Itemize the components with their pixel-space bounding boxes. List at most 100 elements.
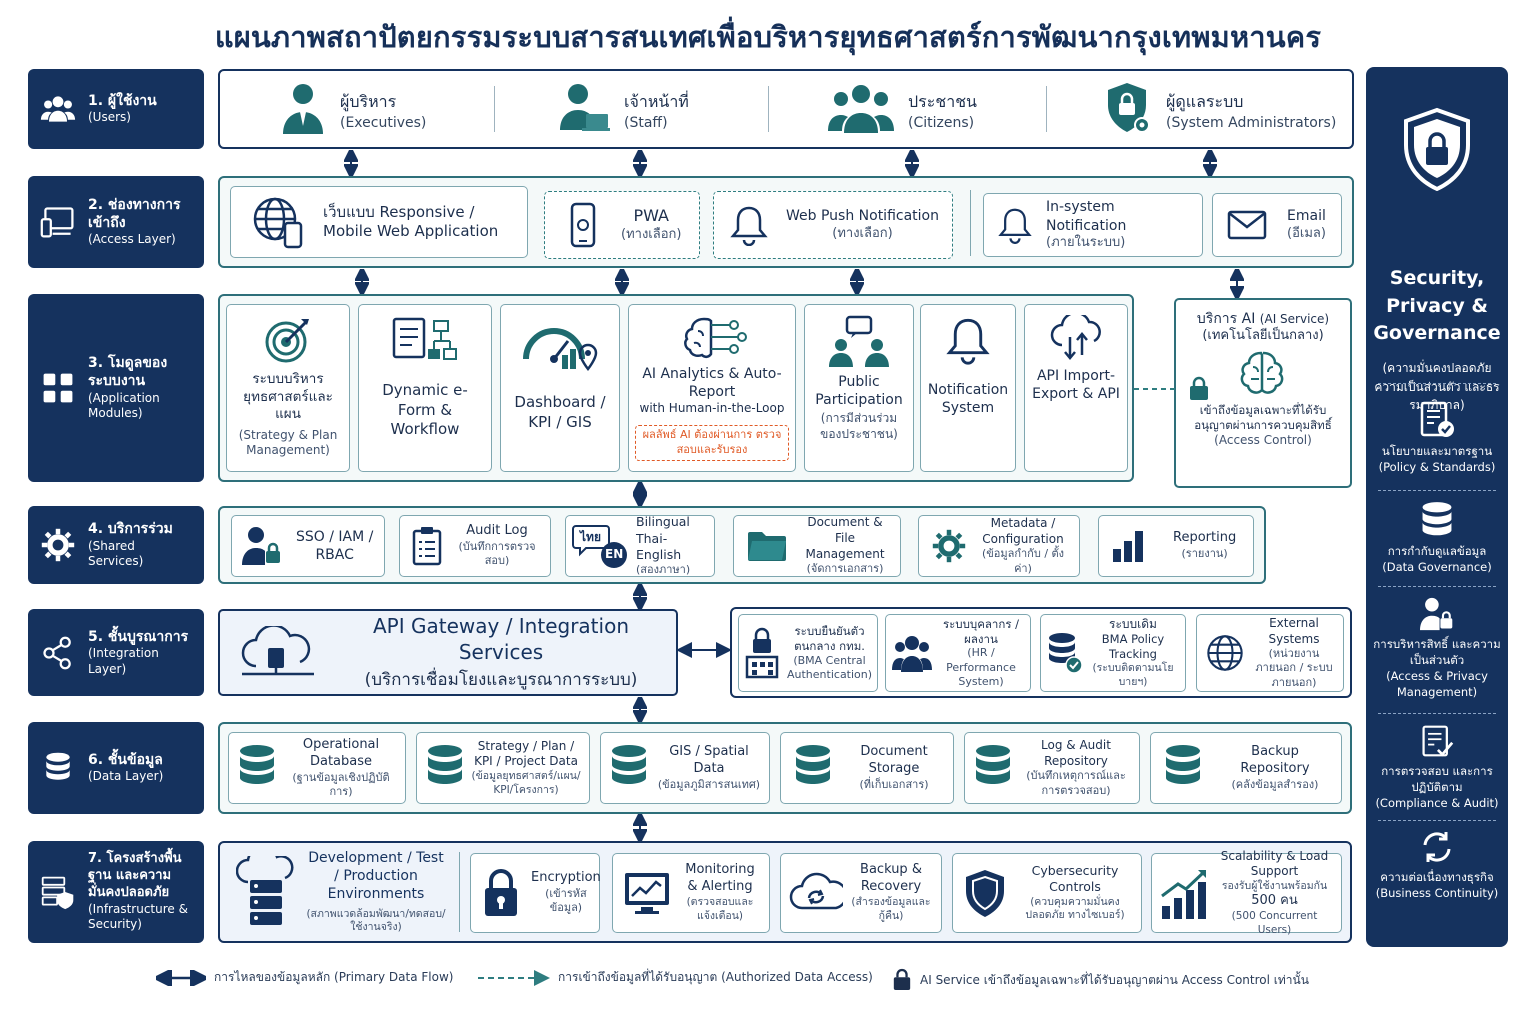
box-title-2: BMA Policy Tracking <box>1101 632 1165 662</box>
box-sub: รองรับผู้ใช้งานพร้อมกัน <box>1221 879 1328 892</box>
box-title: Document & <box>807 515 883 530</box>
module-strategy-plan[interactable]: ระบบบริหาร ยุทธศาสตร์และแผน(Strategy & P… <box>226 304 350 472</box>
data-operational-db[interactable]: Operational Database(ฐานข้อมูลเชิงปฏิบัต… <box>228 732 406 804</box>
box-title: ระบบยืนยันตัวตนกลาง กทม. <box>794 623 865 653</box>
layer-english: (Integration Layer) <box>88 646 159 676</box>
box-title: Cybersecurity Controls <box>1031 863 1119 895</box>
box-sub: (ตรวจสอบและแจ้งเตือน) <box>686 896 754 922</box>
module-sub: (Strategy & Plan Management) <box>238 427 338 458</box>
database-icon <box>38 748 78 788</box>
sidebar-item-compliance[interactable]: การตรวจสอบ และการปฏิบัติตาม (Compliance … <box>1372 723 1502 811</box>
infra-backup-recovery[interactable]: Backup & Recovery(สำรองข้อมูลและกู้คืน) <box>780 853 942 933</box>
sidebar-item-policy[interactable]: นโยบายและมาตรฐาน (Policy & Standards) <box>1372 401 1502 475</box>
sidebar-item-business-continuity[interactable]: ความต่อเนื่องทางธุรกิจ (Business Continu… <box>1372 829 1502 901</box>
database-icon <box>793 744 833 792</box>
separator <box>494 86 495 132</box>
module-api-import-export[interactable]: API Import-Export & API <box>1024 304 1128 472</box>
access-pwa[interactable]: PWA(ทางเลือก) <box>544 191 700 259</box>
box-title: PWA <box>633 206 669 226</box>
user-lock-icon <box>1372 596 1502 632</box>
module-eform-workflow[interactable]: Dynamic e-Form & Workflow <box>358 304 492 472</box>
box-title-2: File Management <box>805 531 885 561</box>
shared-reporting[interactable]: Reporting(รายงาน) <box>1098 515 1254 577</box>
legend-label: การไหลของข้อมูลหลัก (Primary Data Flow) <box>214 970 454 984</box>
sidebar-item-access-privacy[interactable]: การบริหารสิทธิ์ และความเป็นส่วนตัว (Acce… <box>1372 596 1502 700</box>
separator <box>1046 86 1047 132</box>
user-label: ผู้บริหาร <box>340 91 397 111</box>
access-email[interactable]: Email(อีเมล) <box>1212 193 1342 257</box>
external-bma-auth[interactable]: ระบบยืนยันตัวตนกลาง กทม.(BMA Central Aut… <box>738 614 878 692</box>
box-sub: (ข้อมูลภูมิสารสนเทศ) <box>657 777 761 791</box>
gauge-map-pin-icon <box>520 315 600 375</box>
sidebar-item-sublabel: (Access & Privacy Management) <box>1386 669 1488 700</box>
database-icon <box>1372 501 1502 539</box>
box-sub: (จัดการเอกสาร) <box>806 562 884 576</box>
module-dashboard[interactable]: Dashboard / KPI / GIS <box>500 304 620 472</box>
box-sub: (ข้อมูลยุทธศาสตร์/แผน/ KPI/โครงการ) <box>471 769 581 796</box>
layer-number: 4. บริการร่วม <box>88 521 173 538</box>
infra-monitoring[interactable]: Monitoring & Alerting(ตรวจสอบและแจ้งเตือ… <box>612 853 770 933</box>
box-sub: (ทางเลือก) <box>832 225 893 241</box>
citizens-group-icon <box>828 83 894 137</box>
layer-label-access: 2. ช่องทางการเข้าถึง(Access Layer) <box>28 176 204 268</box>
module-public-participation[interactable]: Public Participation(การมีส่วนร่วม ของปร… <box>804 304 914 472</box>
infra-encryption[interactable]: Encryption(เข้ารหัสข้อมูล) <box>470 853 601 933</box>
access-responsive-web[interactable]: เว็บแบบ Responsive /Mobile Web Applicati… <box>230 186 528 258</box>
user-label: เจ้าหน้าที่ <box>624 91 689 111</box>
data-log-audit[interactable]: Log & Audit Repository(บันทึกเหตุการณ์แล… <box>964 732 1140 804</box>
api-gateway-sub: (บริการเชื่อมโยงและบูรณาการระบบ) <box>364 670 638 691</box>
shared-audit-log[interactable]: Audit Log(บันทึกการตรวจสอบ) <box>399 515 551 577</box>
user-admins[interactable]: ผู้ดูแลระบบ(System Administrators) <box>1106 80 1336 140</box>
layer-english: (Shared Services) <box>88 538 144 569</box>
api-gateway[interactable]: API Gateway / Integration Services(บริกา… <box>218 609 678 696</box>
access-web-push[interactable]: Web Push Notification(ทางเลือก) <box>713 191 953 259</box>
data-backup-repository[interactable]: Backup Repository(คลังข้อมูลสำรอง) <box>1150 732 1342 804</box>
box-title: Document Storage <box>860 743 928 776</box>
box-title: เว็บแบบ Responsive / <box>323 202 475 221</box>
sidebar-item-data-governance[interactable]: การกำกับดูแลข้อมูล (Data Governance) <box>1372 501 1502 575</box>
infra-cybersecurity[interactable]: Cybersecurity Controls(ควบคุมความมั่นคงป… <box>952 853 1142 933</box>
box-title: ระบบเดิม <box>1109 616 1157 631</box>
sidebar-item-sublabel: (Policy & Standards) <box>1378 460 1496 475</box>
external-systems[interactable]: External Systems(หน่วยงานภายนอก / ระบบภา… <box>1196 614 1344 692</box>
sidebar-divider <box>1378 383 1496 384</box>
module-notification-system[interactable]: Notification System <box>920 304 1016 472</box>
data-strategy-plan[interactable]: Strategy / Plan / KPI / Project Data(ข้อ… <box>416 732 590 804</box>
box-title: Scalability & Load Support <box>1220 848 1329 879</box>
box-title: Email <box>1287 208 1326 225</box>
user-sublabel: (Staff) <box>624 114 668 131</box>
shared-document[interactable]: Document &File Management(จัดการเอกสาร) <box>733 515 901 577</box>
authorized-access-link <box>1134 388 1178 390</box>
external-hr-performance[interactable]: ระบบบุคลากร / ผลงาน(HR / Performance Sys… <box>885 614 1031 692</box>
shared-sso[interactable]: SSO / IAM /RBAC <box>231 515 385 577</box>
shared-metadata[interactable]: Metadata /Configuration(ข้อมูลกำกับ / ตั… <box>918 515 1080 577</box>
flow-arrow <box>355 269 369 294</box>
flow-arrow <box>850 269 864 294</box>
user-sublabel: (System Administrators) <box>1166 114 1337 131</box>
data-document-storage[interactable]: Document Storage(ที่เก็บเอกสาร) <box>780 732 954 804</box>
bell-icon <box>730 204 768 246</box>
flow-arrow <box>344 150 358 176</box>
database-icon <box>1163 744 1203 792</box>
box-title: Reporting <box>1173 530 1237 546</box>
access-in-system-notification[interactable]: In-system Notification(ภายในระบบ) <box>983 193 1203 257</box>
box-title: Operational Database <box>302 736 380 769</box>
users-icon <box>38 89 78 129</box>
user-staff[interactable]: เจ้าหน้าที่ (Staff) <box>558 80 689 140</box>
box-title: Monitoring & Alerting <box>685 862 755 895</box>
ai-service-sub: (เทคโนโลยีเป็นกลาง) <box>1202 328 1324 344</box>
language-bubbles-icon: ไทย EN <box>572 523 628 569</box>
sidebar-divider <box>1378 820 1496 821</box>
document-check-icon <box>1372 401 1502 439</box>
infra-environments[interactable]: Development / Test / Production Environm… <box>228 850 456 934</box>
data-gis[interactable]: GIS / Spatial Data(ข้อมูลภูมิสารสนเทศ) <box>600 732 770 804</box>
layer-english: (Access Layer) <box>88 232 176 247</box>
executive-icon <box>280 82 326 138</box>
user-executives[interactable]: ผู้บริหาร(Executives) <box>280 80 426 140</box>
layer-label-infra: 7. โครงสร้างพื้นฐาน และความมั่นคงปลอดภัย… <box>28 841 204 943</box>
user-citizens[interactable]: ประชาชน(Citizens) <box>828 80 977 140</box>
